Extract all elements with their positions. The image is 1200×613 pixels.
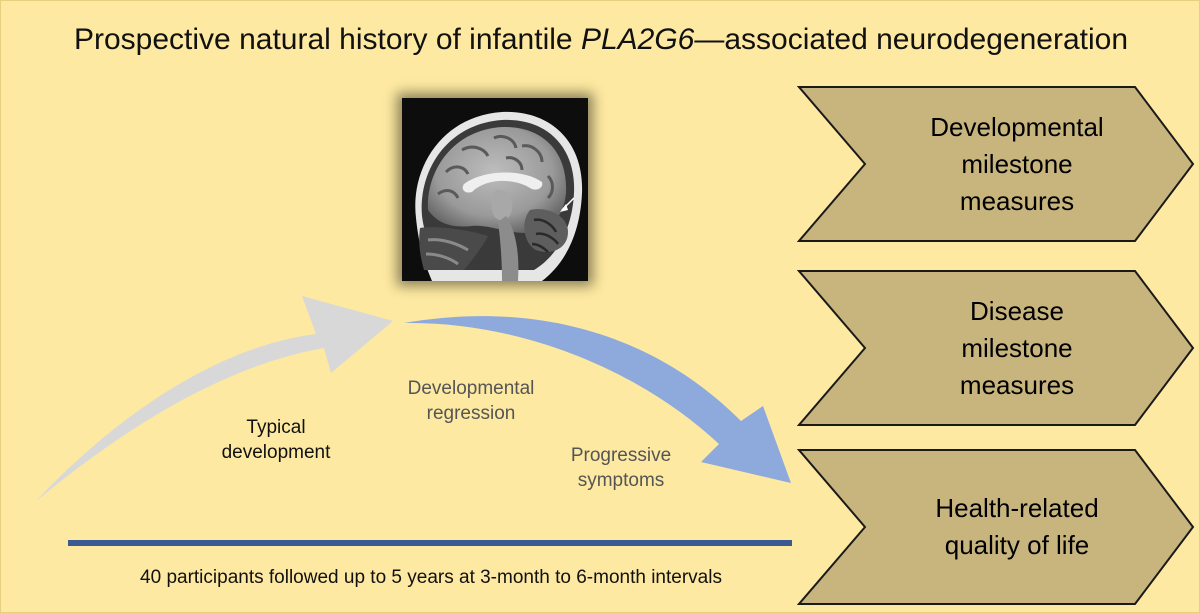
chevron-shape [797, 449, 1195, 605]
title-gene: PLA2G6 [580, 23, 695, 56]
timeline-bar [68, 540, 792, 546]
regression-arrow [404, 316, 791, 483]
measure-chevron-developmental: Developmental milestone measures [797, 85, 1195, 243]
timeline-label: 40 participants followed up to 5 years a… [140, 567, 722, 588]
measure-label: Disease milestone measures [959, 295, 1075, 400]
measure-chevron-disease: Disease milestone measures [797, 269, 1195, 427]
chevron-shape [797, 270, 1195, 426]
developmental-regression-label: Developmental regression [407, 378, 535, 424]
measure-label: Health-related quality of life [935, 493, 1099, 560]
mri-brain-image [402, 98, 588, 281]
diagram-title: Prospective natural history of infantile… [1, 23, 1199, 57]
typical-development-arrow [36, 296, 393, 501]
measure-label: Developmental milestone measures [930, 111, 1104, 216]
progressive-symptoms-label: Progressive symptoms [570, 445, 672, 491]
chevron-shape [797, 86, 1195, 242]
measure-chevron-quality-of-life: Health-related quality of life [797, 448, 1195, 606]
title-prefix: Prospective natural history of infantile [74, 23, 581, 56]
typical-development-label: Typical development [221, 417, 331, 463]
title-suffix: —associated neurodegeneration [694, 23, 1128, 56]
